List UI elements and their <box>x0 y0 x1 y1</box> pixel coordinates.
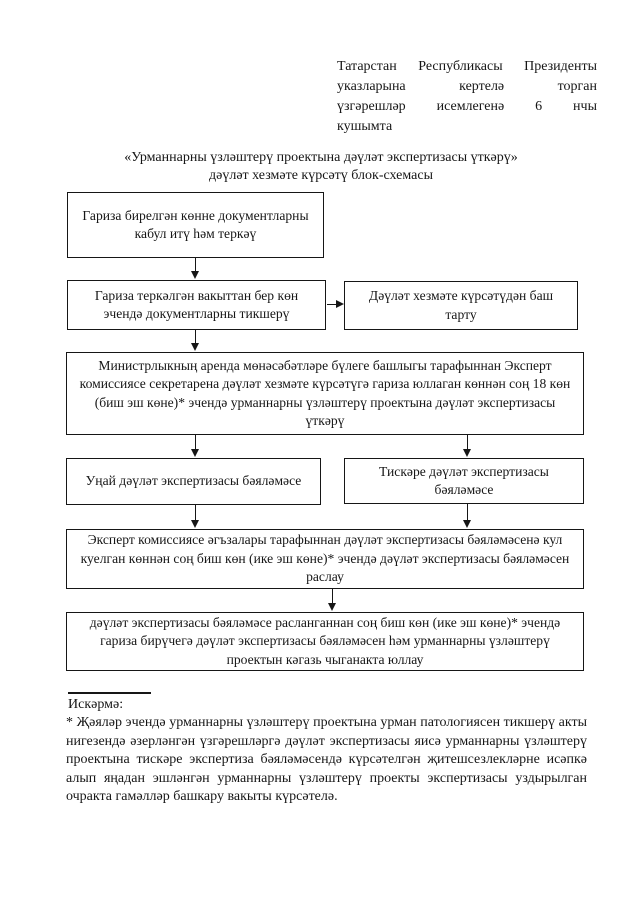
appendix-header: Татарстан Республикасы Президенты указла… <box>337 57 597 137</box>
arrow-down-icon <box>191 520 199 528</box>
flow-box-receive-documents: Гариза бирелгән көнне документларны кабу… <box>67 192 324 258</box>
connector-line <box>467 435 469 450</box>
footnote-divider <box>68 692 151 694</box>
flow-box-check-documents: Гариза теркәлгән вакыттан бер көн эчендә… <box>67 280 326 330</box>
arrow-down-icon <box>191 271 199 279</box>
footnote-label: Искәрмә: <box>68 697 124 712</box>
flow-box-positive-conclusion: Уңай дәүләт экспертизасы бәяләмәсе <box>66 458 321 505</box>
connector-line <box>327 304 337 306</box>
appendix-header-line: кушымта <box>337 119 393 134</box>
connector-line <box>195 330 197 344</box>
arrow-down-icon <box>191 449 199 457</box>
appendix-header-line: үзгәрешләр исемлегенә 6 нчы <box>337 99 597 114</box>
page-title-line-1: «Урманнарны үзләштерү проектына дәүләт э… <box>124 150 518 165</box>
page-title-line-2: дәүләт хезмәте күрсәтү блок-схемасы <box>209 168 433 183</box>
arrow-right-icon <box>336 300 344 308</box>
footnote-text: * Җәяләр эчендә урманнарны үзләштерү про… <box>66 715 587 805</box>
flow-box-refusal: Дәүләт хезмәте күрсәтүдән баш тарту <box>344 281 578 330</box>
page-title: «Урманнарны үзләштерү проектына дәүләт э… <box>56 149 586 185</box>
flow-box-approve-conclusion: Эксперт комиссиясе әгъзалары тарафыннан … <box>66 529 584 589</box>
connector-line <box>195 505 197 521</box>
appendix-header-line: Татарстан Республикасы Президенты <box>337 59 597 74</box>
arrow-down-icon <box>463 449 471 457</box>
connector-line <box>467 504 469 521</box>
flow-box-conduct-expertise: Министрлыкның аренда мөнәсәбәтләре бүлег… <box>66 352 584 435</box>
flow-box-negative-conclusion: Тискәре дәүләт экспертизасы бәяләмәсе <box>344 458 584 504</box>
arrow-down-icon <box>328 603 336 611</box>
connector-line <box>195 435 197 450</box>
connector-line <box>195 258 197 272</box>
arrow-down-icon <box>191 343 199 351</box>
connector-line <box>332 589 334 604</box>
flow-box-send-conclusion: дәүләт экспертизасы бәяләмәсе расланганн… <box>66 612 584 671</box>
appendix-header-line: указларына кертелә торган <box>337 79 597 94</box>
arrow-down-icon <box>463 520 471 528</box>
